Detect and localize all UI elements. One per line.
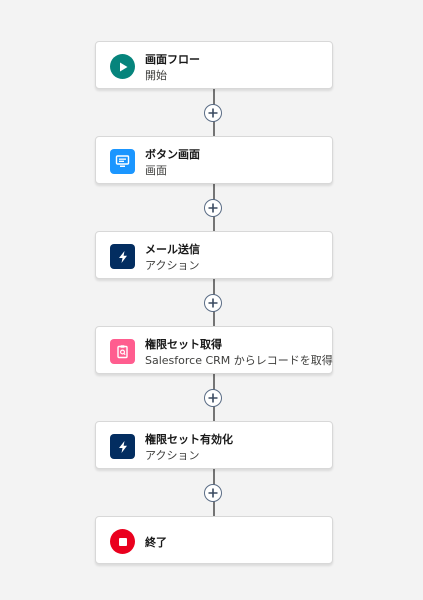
add-element-button[interactable] (204, 294, 222, 312)
node-title: 終了 (145, 536, 167, 549)
clipboard-icon (110, 339, 135, 364)
stop-icon (110, 529, 135, 554)
add-element-button[interactable] (204, 104, 222, 122)
node-subtitle: Salesforce CRM からレコードを取得 (145, 354, 333, 367)
node-subtitle: 開始 (145, 69, 167, 82)
node-subtitle: 画面 (145, 164, 167, 177)
node-title: 権限セット有効化 (145, 433, 233, 446)
node-subtitle: アクション (145, 259, 200, 272)
plus-icon (208, 298, 218, 308)
add-element-button[interactable] (204, 484, 222, 502)
screen-icon (110, 149, 135, 174)
plus-icon (208, 488, 218, 498)
plus-icon (208, 393, 218, 403)
plus-icon (208, 203, 218, 213)
node-title: メール送信 (145, 243, 200, 256)
flow-node-enable-permission-set[interactable]: 権限セット有効化 アクション (95, 421, 333, 469)
node-title: ボタン画面 (145, 148, 200, 161)
play-icon (110, 54, 135, 79)
plus-icon (208, 108, 218, 118)
flow-node-screen[interactable]: ボタン画面 画面 (95, 136, 333, 184)
lightning-icon (110, 244, 135, 269)
add-element-button[interactable] (204, 199, 222, 217)
flow-node-start[interactable]: 画面フロー 開始 (95, 41, 333, 89)
add-element-button[interactable] (204, 389, 222, 407)
flow-node-get-records[interactable]: 権限セット取得 Salesforce CRM からレコードを取得 (95, 326, 333, 374)
flow-node-send-email[interactable]: メール送信 アクション (95, 231, 333, 279)
lightning-icon (110, 434, 135, 459)
flow-node-end[interactable]: 終了 (95, 516, 333, 564)
node-title: 画面フロー (145, 53, 200, 66)
node-title: 権限セット取得 (145, 338, 222, 351)
node-subtitle: アクション (145, 449, 200, 462)
